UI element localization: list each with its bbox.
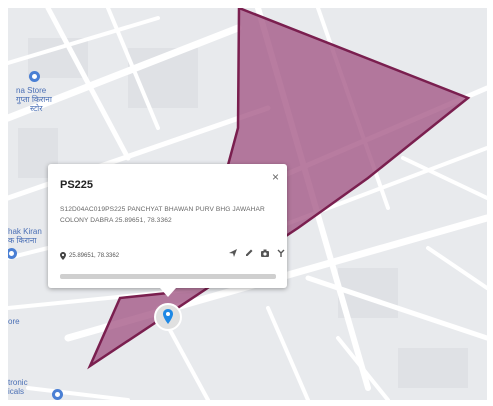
navigation-icon[interactable] bbox=[228, 248, 238, 258]
location-pin-small-icon bbox=[60, 252, 66, 260]
popup-title: PS225 bbox=[60, 179, 94, 191]
store-poi-icon[interactable] bbox=[29, 71, 40, 82]
camera-icon[interactable] bbox=[260, 248, 270, 258]
tronic-poi-icon[interactable] bbox=[52, 389, 63, 400]
coordinates-text: 25.89651, 78.3362 bbox=[69, 253, 120, 259]
info-popup: PS225 × S12D04AC019PS225 PANCHYAT BHAWAN… bbox=[48, 164, 287, 297]
store-label: na Store गुप्ता किराना स्टोर bbox=[16, 86, 52, 113]
tronic-label: tronic icals bbox=[8, 378, 28, 396]
route-icon[interactable] bbox=[276, 248, 286, 258]
popup-scrollbar[interactable] bbox=[60, 274, 276, 279]
close-icon[interactable]: × bbox=[271, 170, 279, 184]
popup-toolbar bbox=[228, 248, 286, 258]
popup-coordinates: 25.89651, 78.3362 bbox=[60, 252, 119, 260]
partial-label: ore bbox=[8, 317, 20, 326]
kiran-poi-icon[interactable] bbox=[8, 248, 17, 259]
location-pin-icon[interactable] bbox=[153, 302, 183, 332]
popup-address: S12D04AC019PS225 PANCHYAT BHAWAN PURV BH… bbox=[60, 206, 265, 224]
edit-icon[interactable] bbox=[244, 248, 254, 258]
kiran-label: hak Kiran क किराना bbox=[8, 227, 42, 245]
